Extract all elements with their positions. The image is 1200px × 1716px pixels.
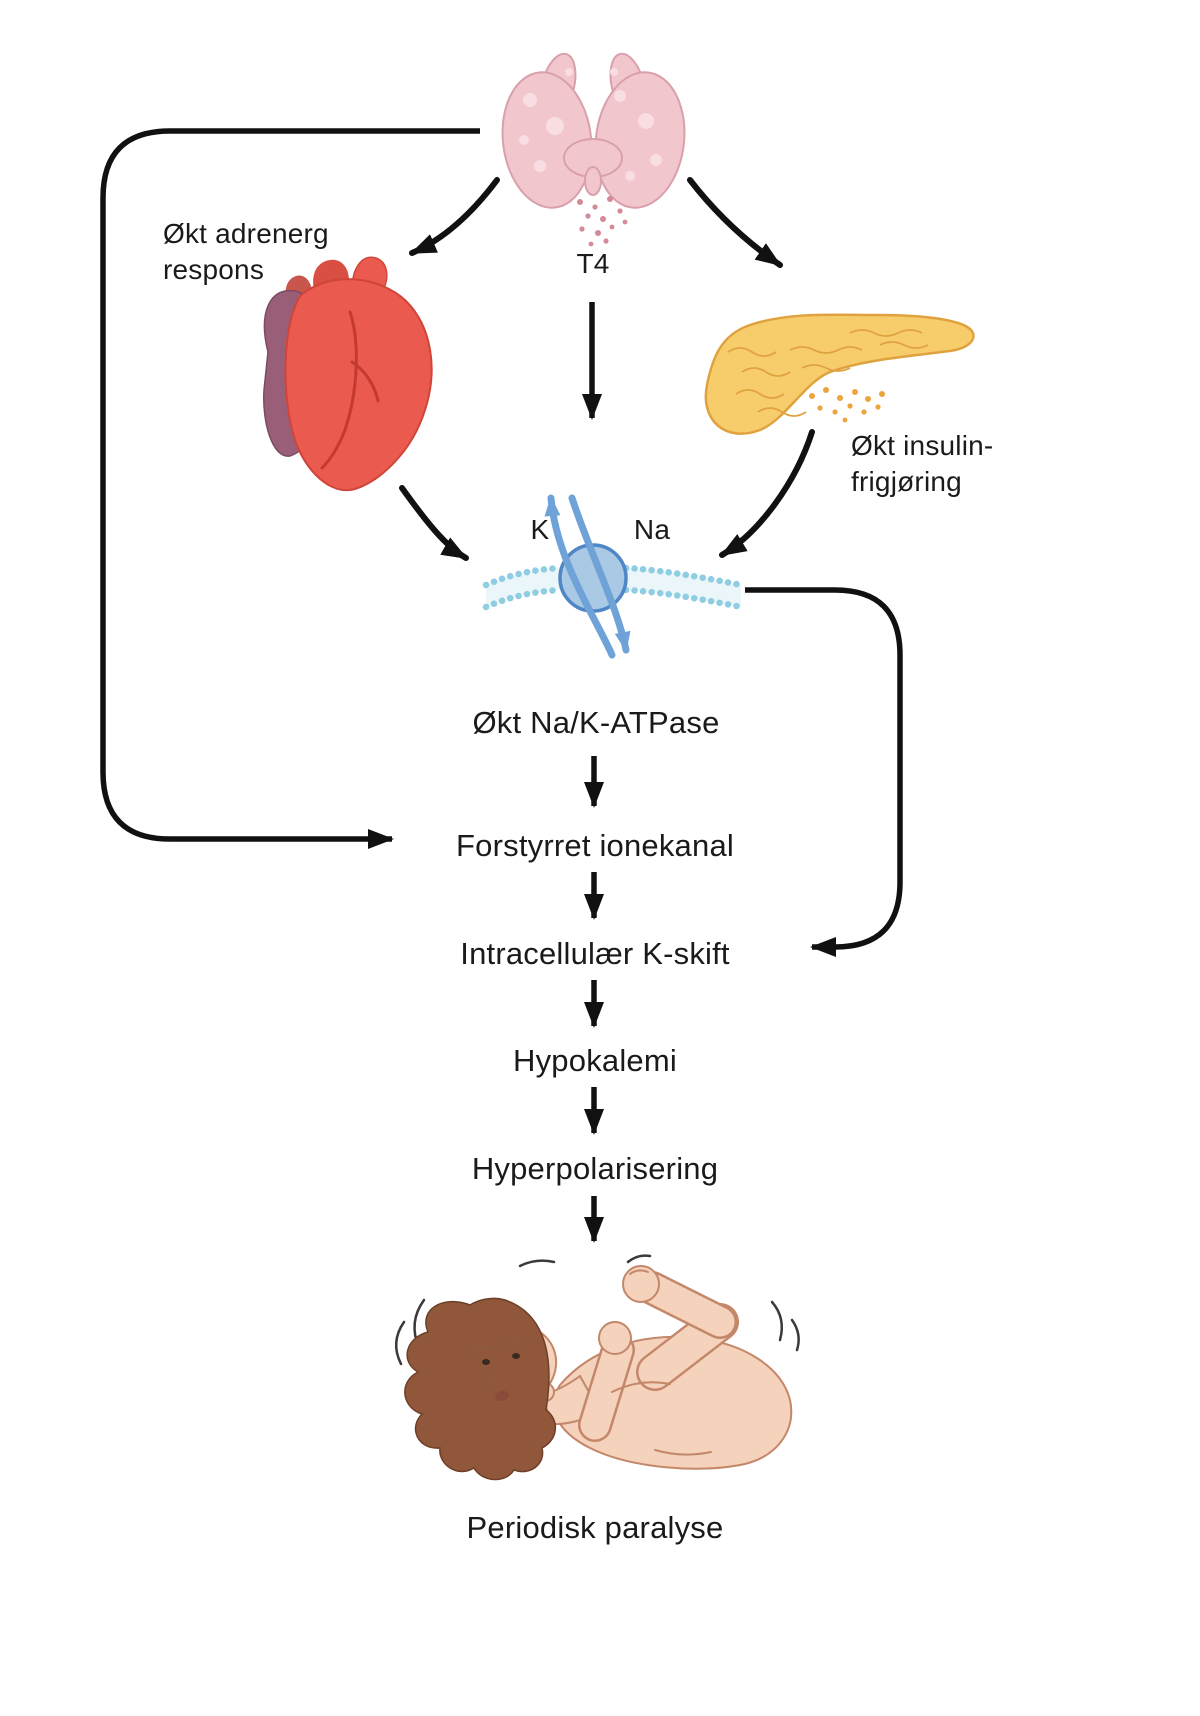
final-periodisk-paralyse-label: Periodisk paralyse <box>466 1510 724 1545</box>
insulin-release-label: Økt insulin- frigjøring <box>851 430 994 498</box>
k-out-arrow <box>544 494 616 659</box>
pump-to-kshift-loop-arrow <box>745 587 903 957</box>
thyroid-to-pancreas-arrow <box>687 177 783 268</box>
na-in-arrow <box>568 494 631 654</box>
pancreas-body <box>704 313 975 435</box>
nose <box>489 1370 496 1386</box>
adrenergic-response-label: Økt adrenerg respons <box>163 218 329 286</box>
thyroid-spots <box>519 68 662 181</box>
knuckle-line <box>629 1269 649 1275</box>
pump-label: Økt Na/K-ATPase <box>472 705 720 740</box>
insulin-secretion-dots <box>809 387 885 423</box>
heart-illustration <box>263 256 433 492</box>
thyroid-secretion-dots <box>577 196 628 247</box>
right-eye <box>512 1353 520 1359</box>
potassium-label: K <box>530 514 550 545</box>
far-arm <box>622 1265 739 1391</box>
pancreas-to-pump-arrow <box>719 429 815 558</box>
near-arm <box>578 1321 635 1442</box>
pancreas-illustration <box>704 313 975 435</box>
face-features <box>470 1341 526 1402</box>
left-eye <box>482 1359 490 1365</box>
thyroid-left-lobe <box>501 71 593 209</box>
step-hypokalemi: Hypokalemi <box>513 1043 677 1078</box>
thyroid-gland-illustration <box>501 52 686 247</box>
step-forstyrret-ionekanal: Forstyrret ionekanal <box>456 828 734 863</box>
step-intracellulaer-k-skift: Intracellulær K-skift <box>460 936 730 971</box>
near-fist <box>598 1321 632 1355</box>
lying-person-illustration <box>395 1254 800 1481</box>
chest-detail-lines <box>611 1381 712 1456</box>
sodium-label: Na <box>633 514 671 545</box>
membrane-right-fill <box>626 568 741 607</box>
thyroid-to-heart-arrow <box>409 177 500 256</box>
raised-fist <box>622 1265 660 1303</box>
thyroid-pyramidal-lobe <box>584 166 602 196</box>
hair <box>404 1297 556 1481</box>
coronary-vessels <box>320 310 380 470</box>
na-k-atpase-pump-illustration <box>482 494 745 659</box>
t4-label: T4 <box>576 248 610 279</box>
thyroid-to-ionchannel-loop-arrow <box>100 128 480 849</box>
heart-to-pump-arrow <box>399 485 469 561</box>
thyroid-right-lobe <box>594 71 686 209</box>
pancreas-texture <box>727 329 929 417</box>
step-hyperpolarisering: Hyperpolarisering <box>471 1151 719 1186</box>
mouth <box>495 1390 509 1402</box>
left-eyebrow <box>470 1345 494 1354</box>
heart-body <box>284 278 433 492</box>
membrane-left-fill <box>486 568 561 607</box>
right-eyebrow <box>503 1341 526 1348</box>
membrane-lipid-dots <box>482 564 745 611</box>
